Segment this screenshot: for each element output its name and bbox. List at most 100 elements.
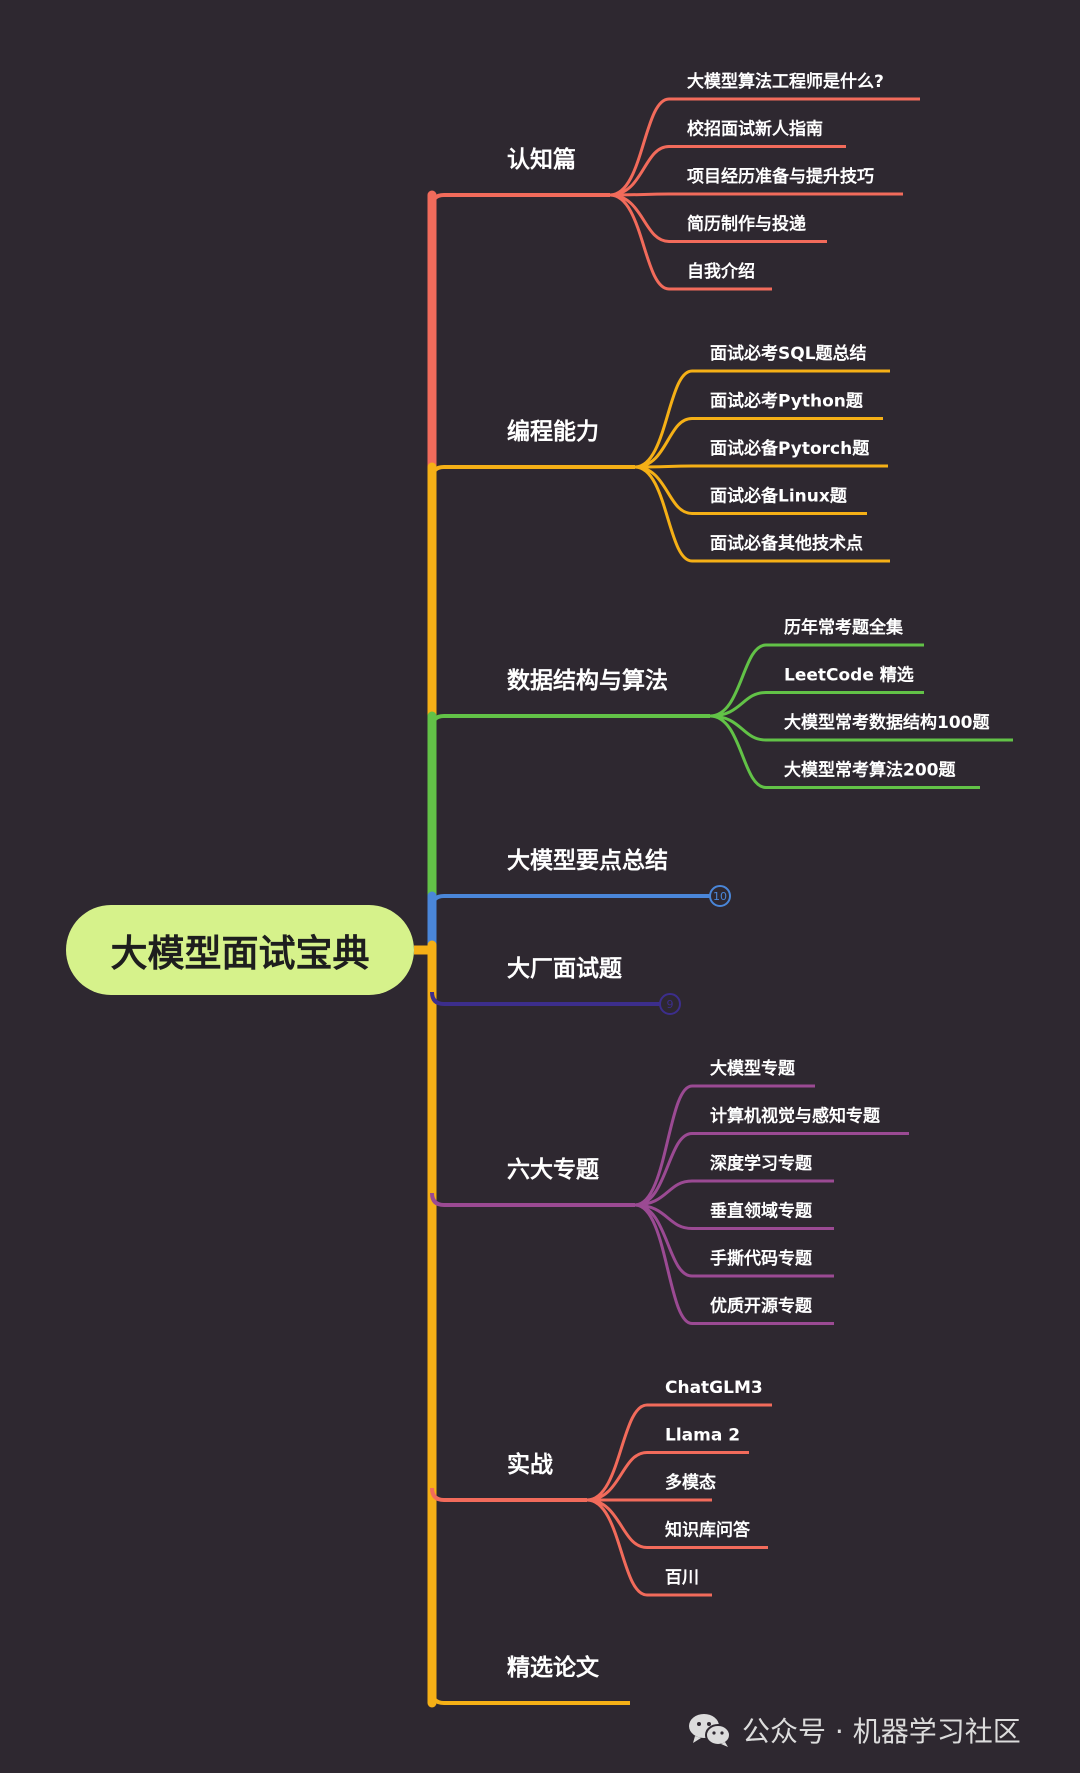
branch-label: 数据结构与算法 — [507, 667, 668, 694]
child-label: 百川 — [665, 1568, 699, 1588]
child-line — [634, 1084, 815, 1207]
child-node[interactable]: 面试必考Python题 — [634, 391, 883, 469]
child-label: 优质开源专题 — [710, 1296, 813, 1317]
child-node[interactable]: 面试必考SQL题总结 — [634, 343, 890, 469]
branch-认知篇[interactable]: 认知篇 大模型算法工程师是什么? 校招面试新人指南项目经历准备与提升技巧简历制作与投… — [430, 71, 920, 291]
child-label: 计算机视觉与感知专题 — [710, 1106, 881, 1127]
branch-line — [430, 1690, 630, 1705]
branch-大厂面试题[interactable]: 大厂面试题 9 — [430, 956, 681, 1015]
branch-line — [430, 465, 635, 480]
child-node[interactable]: 计算机视觉与感知专题 — [634, 1106, 909, 1207]
child-label: 校招面试新人指南 — [687, 119, 823, 140]
branch-label: 六大专题 — [507, 1156, 599, 1183]
child-line — [709, 643, 924, 718]
child-node[interactable]: 面试必备Pytorch题 — [634, 438, 888, 469]
child-label: 历年常考题全集 — [784, 617, 904, 638]
collapse-badge[interactable] — [659, 993, 681, 1015]
child-line — [609, 192, 903, 197]
child-label: 大模型算法工程师是什么? — [687, 71, 884, 92]
child-line — [634, 1179, 834, 1207]
child-node[interactable]: Llama 2 — [586, 1426, 749, 1502]
branch-精选论文[interactable]: 精选论文 — [430, 1654, 630, 1705]
child-node[interactable]: 大模型常考数据结构100题 — [709, 712, 1013, 742]
child-label: 面试必考SQL题总结 — [710, 343, 867, 364]
child-line — [634, 464, 888, 469]
branch-line — [430, 193, 610, 208]
branch-line — [430, 1487, 587, 1502]
child-label: 大模型常考数据结构100题 — [784, 712, 990, 733]
child-label: Llama 2 — [665, 1426, 740, 1446]
child-line — [634, 417, 883, 469]
collapse-badge[interactable] — [709, 885, 731, 907]
child-line — [634, 1132, 909, 1207]
branch-label: 实战 — [507, 1451, 553, 1478]
child-node[interactable]: 自我介绍 — [609, 193, 772, 291]
collapse-count: 9 — [667, 998, 674, 1011]
child-node[interactable]: 面试必备Linux题 — [634, 465, 867, 515]
child-line — [634, 465, 890, 563]
child-line — [634, 369, 890, 469]
child-line — [709, 714, 980, 789]
branch-数据结构与算法[interactable]: 数据结构与算法 历年常考题全集 LeetCode 精选大模型常考数据结构100题大模… — [430, 617, 1013, 789]
branch-label: 编程能力 — [507, 418, 599, 445]
child-line — [609, 193, 772, 291]
branch-line — [430, 1192, 635, 1207]
child-label: 面试必备其他技术点 — [710, 533, 863, 554]
child-label: 大模型常考算法200题 — [784, 760, 956, 781]
branch-lines: 认知篇 大模型算法工程师是什么? 校招面试新人指南项目经历准备与提升技巧简历制作与投… — [430, 71, 1013, 1705]
child-node[interactable]: LeetCode 精选 — [709, 665, 924, 718]
child-line — [586, 1403, 772, 1502]
child-node[interactable]: 大模型常考算法200题 — [709, 714, 980, 789]
child-label: 知识库问答 — [664, 1520, 751, 1541]
wechat-icon — [689, 1714, 731, 1747]
root-label: 大模型面试宝典 — [110, 932, 370, 975]
child-node[interactable]: 校招面试新人指南 — [609, 119, 846, 197]
trunk-lines — [414, 190, 437, 1708]
child-label: 项目经历准备与提升技巧 — [687, 166, 874, 187]
child-node[interactable]: 优质开源专题 — [634, 1203, 834, 1325]
child-line — [634, 1203, 834, 1325]
child-label: 自我介绍 — [687, 261, 755, 282]
child-label: 面试必考Python题 — [710, 391, 864, 412]
branch-line — [430, 894, 710, 909]
child-node[interactable]: 深度学习专题 — [634, 1153, 834, 1207]
child-line — [586, 1498, 712, 1597]
child-label: 面试必备Linux题 — [710, 486, 848, 507]
child-node[interactable]: 垂直领域专题 — [634, 1201, 834, 1230]
child-node[interactable]: ChatGLM3 — [586, 1378, 772, 1502]
child-node[interactable]: 面试必备其他技术点 — [634, 465, 890, 563]
child-line — [609, 97, 920, 197]
child-label: 简历制作与投递 — [687, 214, 806, 235]
child-node[interactable]: 项目经历准备与提升技巧 — [609, 166, 903, 197]
branch-编程能力[interactable]: 编程能力 面试必考SQL题总结面试必考Python题面试必备Pytorch题面试必… — [430, 343, 890, 563]
branch-label: 大模型要点总结 — [507, 847, 668, 874]
child-node[interactable]: 历年常考题全集 — [709, 617, 924, 718]
branch-label: 精选论文 — [507, 1654, 600, 1681]
branch-line — [430, 714, 710, 729]
branch-label: 认知篇 — [507, 146, 576, 173]
branch-六大专题[interactable]: 六大专题 大模型专题计算机视觉与感知专题深度学习专题垂直领域专题手撕代码专题优质开… — [430, 1058, 909, 1325]
branch-label: 大厂面试题 — [507, 956, 622, 982]
child-node[interactable]: 大模型算法工程师是什么? — [609, 71, 920, 197]
watermark-text: 公众号 · 机器学习社区 — [742, 1715, 1021, 1748]
child-line — [609, 145, 846, 197]
child-label: 多模态 — [665, 1472, 716, 1493]
child-line — [709, 691, 924, 718]
branch-大模型要点总结[interactable]: 大模型要点总结 10 — [430, 847, 731, 909]
child-label: 垂直领域专题 — [710, 1201, 813, 1222]
child-label: 手撕代码专题 — [710, 1248, 813, 1269]
root-node[interactable]: 大模型面试宝典 — [66, 905, 414, 995]
child-node[interactable]: 知识库问答 — [586, 1498, 768, 1549]
child-node[interactable]: 简历制作与投递 — [609, 193, 827, 243]
child-node[interactable]: 百川 — [586, 1498, 712, 1597]
child-label: 深度学习专题 — [710, 1153, 813, 1174]
child-label: LeetCode 精选 — [784, 665, 914, 686]
child-label: 面试必备Pytorch题 — [710, 438, 870, 459]
collapse-count: 10 — [713, 890, 727, 903]
child-label: 大模型专题 — [710, 1058, 796, 1079]
branch-line — [430, 991, 660, 1006]
child-node[interactable]: 大模型专题 — [634, 1058, 815, 1207]
child-label: ChatGLM3 — [665, 1378, 763, 1398]
